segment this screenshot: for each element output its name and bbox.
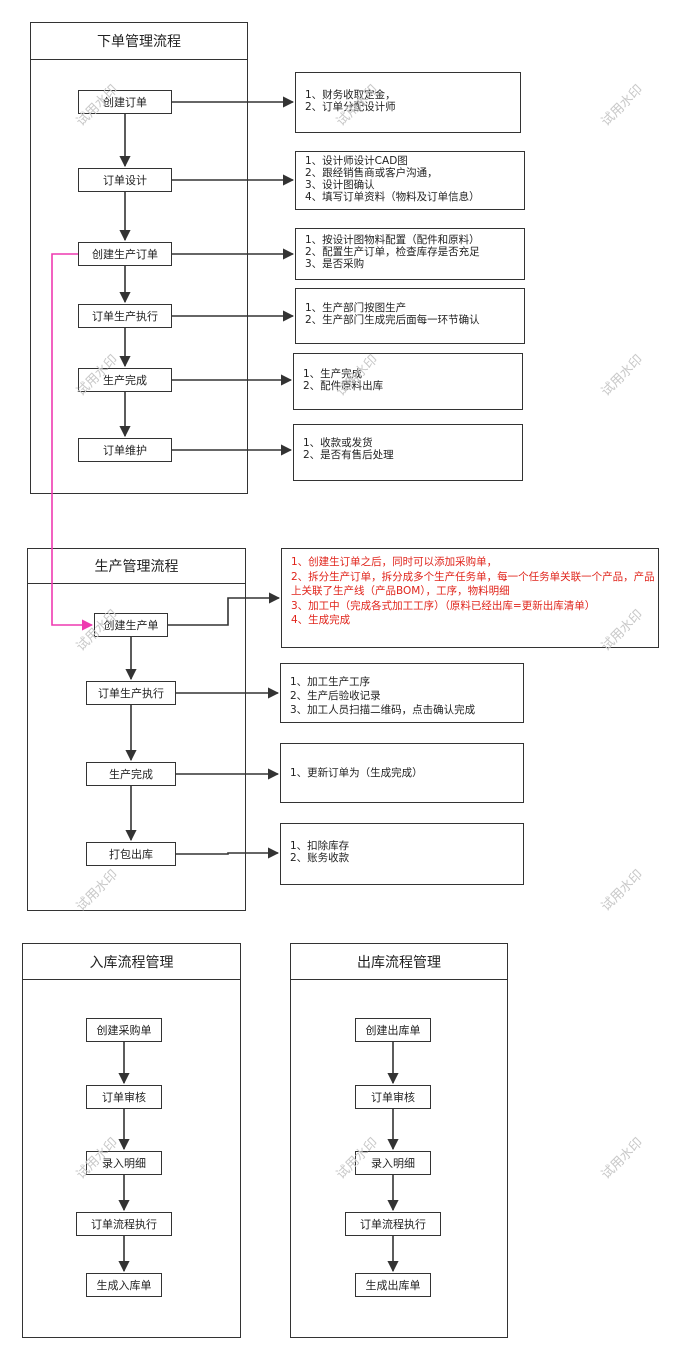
note-line: 1、设计师设计CAD图 [305, 155, 408, 167]
inbound-step-review[interactable]: 订单审核 [86, 1085, 162, 1109]
production-step-create-production-order[interactable]: 创建生产单 [94, 613, 168, 637]
order-note-4: 1、生产部门按图生产 2、生产部门生成完后面每一环节确认 [295, 288, 525, 344]
note-line: 2、生产部门生成完后面每一环节确认 [305, 314, 480, 326]
note-line: 1、扣除库存 [290, 840, 350, 852]
note-line: 2、配置生产订单，检查库存是否充足 [305, 246, 480, 258]
note-line: 2、订单分配设计师 [305, 101, 396, 113]
production-step-execution[interactable]: 订单生产执行 [86, 681, 176, 705]
order-flow-title: 下单管理流程 [31, 23, 247, 60]
inbound-flow-lane: 入库流程管理 [22, 943, 241, 1338]
production-note-2: 1、加工生产工序 2、生产后验收记录 3、加工人员扫描二维码，点击确认完成 [280, 663, 524, 723]
order-step-create-order[interactable]: 创建订单 [78, 90, 172, 114]
inbound-step-execution[interactable]: 订单流程执行 [76, 1212, 172, 1236]
note-line: 3、设计图确认 [305, 179, 375, 191]
note-line: 3、是否采购 [305, 258, 365, 270]
order-step-order-maintenance[interactable]: 订单维护 [78, 438, 172, 462]
note-line: 1、按设计图物料配置（配件和原料） [305, 234, 480, 246]
pink-link-production-order [51, 253, 94, 631]
order-step-production-execution[interactable]: 订单生产执行 [78, 304, 172, 328]
note-line: 2、是否有售后处理 [303, 449, 394, 461]
outbound-step-execution[interactable]: 订单流程执行 [345, 1212, 441, 1236]
note-line: 2、生产后验收记录 [290, 690, 381, 702]
outbound-step-enter-details[interactable]: 录入明细 [355, 1151, 431, 1175]
outbound-step-generate-slip[interactable]: 生成出库单 [355, 1273, 431, 1297]
note-line: 2、账务收款 [290, 852, 350, 864]
order-step-order-design[interactable]: 订单设计 [78, 168, 172, 192]
order-note-1: 1、财务收取定金， 2、订单分配设计师 [295, 72, 521, 133]
inbound-flow-title: 入库流程管理 [23, 944, 240, 980]
production-flow-title: 生产管理流程 [28, 549, 245, 584]
outbound-step-review[interactable]: 订单审核 [355, 1085, 431, 1109]
order-note-5: 1、生产完成 2、配件原料出库 [293, 353, 523, 410]
outbound-flow-title: 出库流程管理 [291, 944, 507, 980]
order-step-production-complete[interactable]: 生产完成 [78, 368, 172, 392]
note-line: 1、收款或发货 [303, 437, 373, 449]
production-note-3: 1、更新订单为（生成完成） [280, 743, 524, 803]
note-line: 4、生成完成 [291, 614, 351, 626]
production-note-4: 1、扣除库存 2、账务收款 [280, 823, 524, 885]
production-step-pack-outbound[interactable]: 打包出库 [86, 842, 176, 866]
note-line: 3、加工人员扫描二维码，点击确认完成 [290, 704, 476, 716]
note-line: 2、跟经销售商或客户沟通， [305, 167, 438, 179]
inbound-step-generate-receipt[interactable]: 生成入库单 [86, 1273, 162, 1297]
outbound-flow-lane: 出库流程管理 [290, 943, 508, 1338]
outbound-step-create-outbound[interactable]: 创建出库单 [355, 1018, 431, 1042]
note-line: 1、财务收取定金， [305, 89, 396, 101]
production-note-1: 1、创建生订单之后，同时可以添加采购单， 2、拆分生产订单，拆分成多个生产任务单… [281, 548, 659, 648]
note-line: 1、生产部门按图生产 [305, 302, 407, 314]
inbound-step-enter-details[interactable]: 录入明细 [86, 1151, 162, 1175]
note-line: 1、生产完成 [303, 368, 363, 380]
order-note-2: 1、设计师设计CAD图 2、跟经销售商或客户沟通， 3、设计图确认 4、填写订单… [295, 151, 525, 210]
note-line: 2、配件原料出库 [303, 380, 384, 392]
arrow-to-production-note-1 [168, 592, 281, 626]
order-step-create-production-order[interactable]: 创建生产订单 [78, 242, 172, 266]
note-line: 3、加工中（完成各式加工工序）（原料已经出库=更新出库清单） [291, 599, 596, 612]
note-line: 1、创建生订单之后，同时可以添加采购单， [291, 556, 498, 568]
note-line: 4、填写订单资料（物料及订单信息） [305, 191, 480, 203]
order-note-6: 1、收款或发货 2、是否有售后处理 [293, 424, 523, 481]
arrow-to-production-note-4 [176, 847, 280, 859]
note-line: 1、更新订单为（生成完成） [290, 767, 423, 779]
inbound-step-create-purchase[interactable]: 创建采购单 [86, 1018, 162, 1042]
note-line: 1、加工生产工序 [290, 676, 371, 688]
production-step-complete[interactable]: 生产完成 [86, 762, 176, 786]
order-note-3: 1、按设计图物料配置（配件和原料） 2、配置生产订单，检查库存是否充足 3、是否… [295, 228, 525, 280]
note-line: 2、拆分生产订单，拆分成多个生产任务单，每一个任务单关联一个产品，产品上关联了生… [291, 570, 655, 598]
